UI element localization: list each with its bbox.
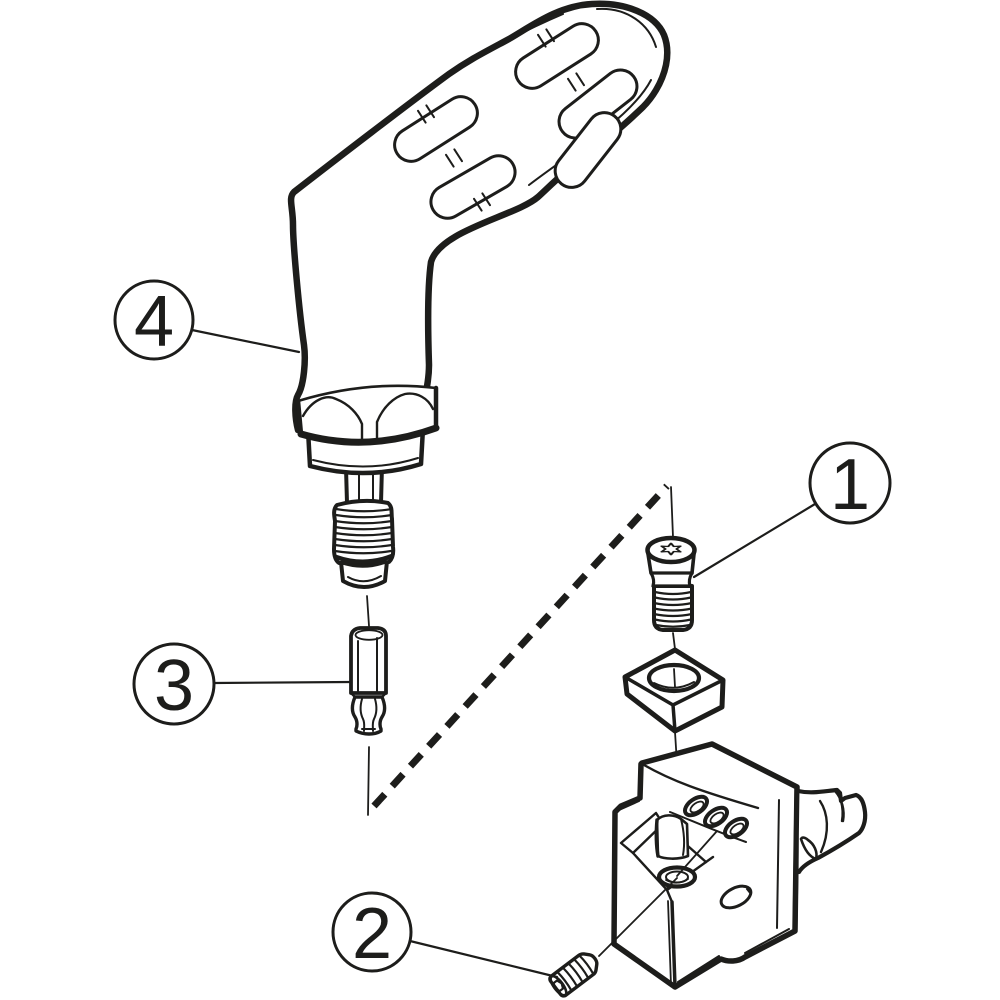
- callout-1-label: 1: [830, 445, 870, 525]
- hex-base-bottom-rim: [297, 424, 440, 446]
- coolant-hole-2-inner: [709, 811, 725, 825]
- neck-facet-lines: [358, 471, 374, 503]
- knurl-bottom-rim: [333, 553, 395, 564]
- head-front-corner-highlight: [667, 900, 672, 986]
- cutting-insert-part: [622, 647, 726, 734]
- grip-bridge-tabs: [417, 28, 585, 212]
- coolant-hole-1-inner: [689, 800, 705, 814]
- hex-scallops: [301, 392, 435, 441]
- head-front-corner-edge: [670, 900, 677, 988]
- boss-u-slot: [799, 836, 818, 861]
- callout-1-leader: [692, 502, 817, 579]
- callout-2-leader: [408, 939, 559, 979]
- alignment-dashed-line: [371, 483, 670, 809]
- head-silhouette: [611, 741, 800, 990]
- callout-3: 3: [132, 642, 353, 726]
- setscrew-threads: [556, 954, 595, 992]
- head-top-ridge: [642, 763, 760, 810]
- bit-top-face: [354, 629, 384, 641]
- bit-facet-lines: [357, 637, 378, 693]
- screw-head-sides: [646, 552, 696, 575]
- callout-4: 4: [113, 279, 301, 362]
- callout-2-label: 2: [352, 894, 392, 974]
- insert-pocket: [619, 811, 715, 904]
- axis-line-handle-to-bit: [366, 595, 370, 627]
- setscrew-hex-socket: [552, 979, 565, 993]
- coolant-hole-3-inner: [729, 822, 745, 836]
- set-screw-part: [548, 952, 599, 998]
- setscrew-axis-lower: [598, 877, 678, 957]
- callout-1-bubble: [808, 441, 892, 525]
- bit-tip-transition: [349, 691, 388, 699]
- coolant-holes: [683, 794, 749, 840]
- callout-4-bubble: [113, 279, 195, 361]
- pocket-seat-inner: [680, 818, 686, 856]
- boss-inner-arcs: [818, 789, 845, 854]
- screw-neck: [649, 571, 694, 588]
- axis-line-above-screw: [670, 486, 674, 538]
- callout-1: 1: [692, 441, 892, 579]
- screw-torx-recess: [660, 542, 682, 556]
- insert-hole-inner-arc: [653, 681, 695, 689]
- grip-cutout-4: [553, 111, 623, 189]
- clamp-screw-part: [645, 535, 697, 632]
- handle-ferrule-and-chuck: [295, 384, 440, 589]
- grip-cutout-3: [393, 95, 479, 163]
- screw-head: [645, 535, 697, 565]
- pocket-back-seat: [655, 814, 690, 860]
- face-slot-notch: [746, 888, 752, 895]
- setscrew-axis-upper: [676, 830, 718, 877]
- callout-3-label: 3: [154, 646, 194, 726]
- screw-threads: [652, 590, 694, 628]
- grip-cutout-5: [429, 154, 517, 220]
- head-right-edge: [792, 786, 800, 934]
- toolholder-head-part: [611, 741, 868, 990]
- grip-cutout-1: [514, 22, 600, 90]
- bit-torx-flutes: [359, 698, 378, 732]
- knurl-ribs: [333, 507, 394, 555]
- boss-outline: [795, 787, 868, 875]
- chuck-tip-inner-arc: [347, 575, 382, 583]
- face-slot-detail: [719, 884, 753, 910]
- collar-inner-arc: [312, 457, 419, 468]
- callout-2-bubble: [331, 891, 413, 973]
- pocket-seat-edge: [654, 818, 660, 858]
- callout-2: 2: [331, 891, 559, 979]
- axis-line-screw-to-insert: [672, 632, 676, 650]
- pocket-hole-arc: [665, 878, 689, 884]
- driver-bit-part: [349, 626, 388, 736]
- callout-3-bubble: [132, 642, 216, 726]
- handle-outline: [287, 0, 671, 434]
- head-bottom-edge-highlights: [677, 928, 790, 983]
- hex-base-sides: [295, 385, 439, 437]
- axis-line-through-insert: [673, 668, 676, 688]
- callout-3-leader: [212, 680, 353, 685]
- callout-4-label: 4: [134, 282, 174, 362]
- screw-body: [652, 584, 694, 632]
- axis-line-below-bit: [367, 746, 370, 816]
- side-boss: [795, 787, 868, 875]
- torque-handle-part: [287, 0, 671, 589]
- insert-top-edges: [623, 675, 725, 733]
- callout-4-leader: [190, 328, 301, 354]
- chuck-tip: [339, 559, 389, 589]
